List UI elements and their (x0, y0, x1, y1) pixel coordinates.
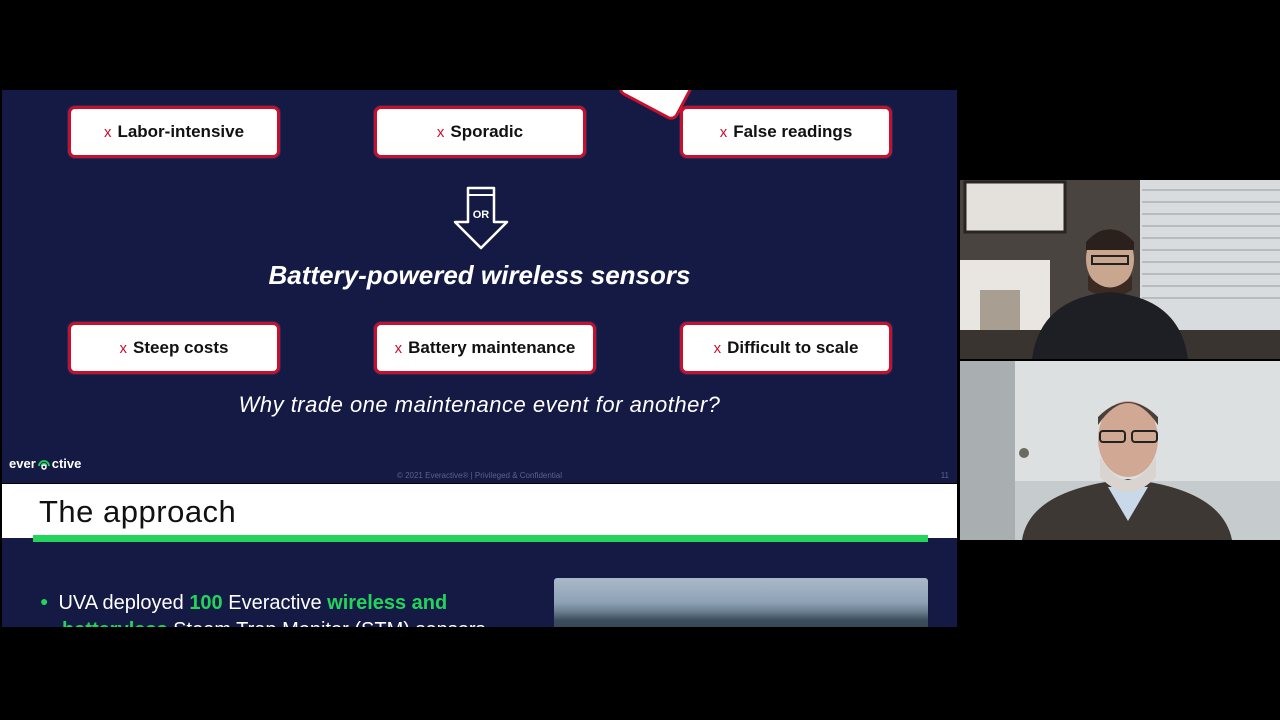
battery-label: Steep costs (133, 338, 229, 357)
brand-text-start: ever (9, 456, 36, 471)
bullet-text-2: Everactive (222, 592, 328, 614)
slide-footer: © 2021 Everactive® | Privileged & Confid… (396, 471, 563, 480)
presentation-slide-top: x Labor-intensive x Sporadic x False rea… (2, 90, 957, 483)
participant-1-feed (960, 180, 1280, 359)
slide-headline: Battery-powered wireless sensors (268, 260, 691, 290)
presentation-slide-bottom: The approach ● UVA deployed 100 Everactiv… (2, 484, 957, 627)
participant-2-feed (960, 361, 1280, 540)
x-mark-icon: x (119, 339, 128, 357)
battery-label: Difficult to scale (727, 338, 859, 357)
x-mark-icon: x (713, 339, 722, 357)
title-band: The approach (2, 484, 957, 538)
x-mark-icon: x (103, 123, 112, 141)
slide-question: Why trade one maintenance event for anot… (238, 392, 721, 417)
bullet-text-1: UVA deployed (58, 592, 190, 614)
bullet-item: ● UVA deployed 100 Everactive wireless an… (40, 588, 510, 627)
bullet-highlight-batteryless: batteryless (62, 619, 168, 627)
battery-box-scale: x Difficult to scale (680, 322, 892, 374)
title-underline (33, 535, 928, 542)
bullet-highlight-wireless: wireless and (327, 592, 448, 614)
bullet-text-3: Steam Trap Monitor (STM) sensors (168, 619, 485, 627)
x-mark-icon: x (719, 123, 728, 141)
landscape-photo (554, 578, 928, 627)
problem-box-false-readings: x False readings (680, 106, 892, 158)
or-label: OR (473, 209, 490, 221)
battery-label: Battery maintenance (408, 338, 576, 357)
bullet-highlight-count: 100 (189, 592, 223, 614)
problem-label: Labor-intensive (117, 122, 245, 141)
battery-box-steep-costs: x Steep costs (68, 322, 280, 374)
page-number: 11 (940, 471, 949, 480)
problem-box-labor: x Labor-intensive (68, 106, 280, 158)
participant-video-1[interactable] (960, 180, 1280, 359)
x-mark-icon: x (436, 123, 445, 141)
slide-title: The approach (39, 494, 237, 529)
battery-box-maintenance: x Battery maintenance (374, 322, 596, 374)
brand-text-end: ctive (51, 456, 82, 471)
x-mark-icon: x (394, 339, 403, 357)
problem-label: Sporadic (450, 122, 524, 141)
bullet-dot-icon: ● (40, 593, 49, 609)
problem-label: False readings (733, 122, 853, 141)
signal-logo-icon (37, 459, 50, 470)
brand-logo: ever ctive (9, 456, 81, 471)
participant-video-2[interactable] (960, 361, 1280, 540)
down-arrow-icon: OR (453, 186, 509, 250)
problem-box-sporadic: x Sporadic (374, 106, 586, 158)
